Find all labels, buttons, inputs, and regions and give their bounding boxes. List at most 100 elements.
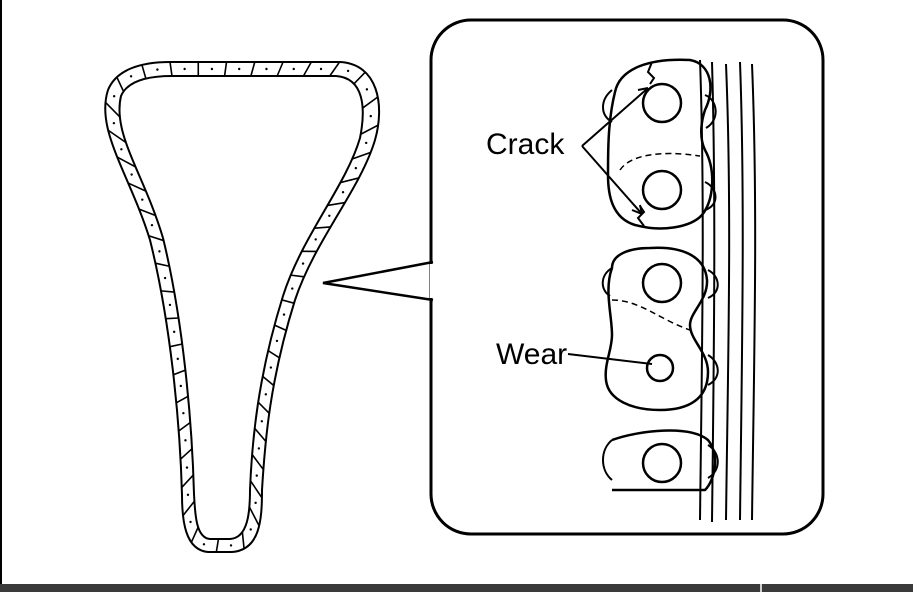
chain-link-pin-dot	[314, 238, 317, 241]
chain-link-pin-dot	[291, 287, 294, 290]
chain-link-divider	[249, 480, 263, 499]
chain-link-divider	[281, 299, 295, 304]
top-link-pin-upper	[641, 82, 683, 124]
chain-link-divider	[290, 274, 305, 278]
chain-link-pin-dot	[354, 166, 358, 170]
chain-link-divider	[116, 156, 136, 168]
chain-link-divider	[148, 234, 164, 242]
chain-link-divider	[254, 427, 267, 442]
chain-link-pin-dot	[369, 114, 372, 118]
chain-link-pin-dot	[184, 439, 187, 442]
chain-link-divider	[351, 151, 371, 160]
chain-link-divider	[107, 129, 127, 144]
chain-link-pin-dot	[249, 528, 252, 531]
chain-link-divider	[362, 96, 379, 109]
callout-box	[429, 18, 825, 536]
chain-link-pin-dot	[172, 330, 176, 334]
chain-link-pin-dot	[255, 474, 258, 477]
bottom-bar	[0, 584, 913, 592]
chain-link-divider	[165, 317, 179, 320]
chain-link-divider	[276, 61, 284, 77]
chain-link-pin-dot	[168, 303, 172, 307]
chain-link-pin-dot	[158, 250, 161, 253]
chain-link-pin-dot	[328, 214, 331, 217]
chain-link-pin-dot	[141, 198, 144, 201]
chain-link-divider	[141, 64, 147, 79]
crack-label: Crack	[486, 128, 565, 161]
chain-link-pin-dot	[176, 357, 179, 361]
chain-loop	[104, 61, 381, 553]
chain-link-pin-dot	[189, 520, 192, 524]
chain-link-pin-dot	[129, 75, 133, 78]
chain-link-pin-dot	[229, 544, 233, 547]
chain-link-pin-dot	[254, 501, 257, 505]
chain-link-pin-dot	[237, 67, 241, 71]
top-link-pin-lower	[641, 169, 683, 211]
chain-link-pin-dot	[156, 68, 159, 71]
chain-detail	[601, 58, 757, 523]
bottom-link-plate	[611, 429, 717, 492]
crack-leader-lines	[581, 87, 649, 215]
chain-link-divider	[138, 208, 156, 217]
chain-link-divider	[178, 421, 191, 432]
chain-link-pin-dot	[264, 393, 268, 396]
chain-link-divider	[223, 61, 228, 77]
chain-link-divider	[257, 401, 270, 414]
chain-link-pin-dot	[275, 339, 279, 343]
chain-link-divider	[160, 290, 175, 293]
chain-link-pin-dot	[341, 190, 345, 194]
chain-link-pin-dot	[112, 94, 116, 98]
wear-label: Wear	[496, 338, 567, 371]
chain-link-pin-dot	[282, 313, 286, 316]
callout-pointer	[322, 260, 434, 302]
chain-link-divider	[250, 61, 256, 77]
chain-link-pin-dot	[292, 67, 295, 71]
bottom-link-pin	[641, 442, 683, 484]
chain-link-divider	[104, 101, 121, 118]
chain-link-divider	[116, 76, 125, 92]
chain-link-divider	[248, 506, 260, 527]
chain-link-divider	[190, 526, 199, 543]
chain-link-pin-dot	[202, 543, 206, 546]
chain-link-divider	[274, 324, 287, 332]
chain-link-divider	[314, 226, 331, 229]
wear-leader-line	[567, 353, 653, 365]
chain-link-divider	[353, 71, 366, 85]
chain-loop-inner-edge	[118, 75, 364, 540]
chain-link-divider	[127, 182, 147, 192]
chain-link-divider	[327, 201, 346, 207]
chain-link-divider	[302, 61, 313, 77]
chain-link-divider	[175, 395, 189, 404]
chain-link-pin-dot	[365, 88, 369, 91]
chain-link-divider	[251, 453, 264, 471]
chain-link-pin-dot	[265, 67, 268, 71]
chain-link-pin-dot	[210, 67, 214, 71]
left-frame-edge	[0, 0, 2, 584]
chain-link-divider	[360, 124, 379, 135]
chain-link-divider	[169, 343, 183, 348]
worn-link-plate	[604, 246, 710, 412]
chain-link-pin-dot	[112, 121, 116, 125]
chain-link-pin-dot	[186, 493, 190, 497]
chain-loop-outer-edge	[104, 61, 381, 553]
chain-link-divider	[173, 369, 186, 376]
chain-link-pin-dot	[257, 447, 261, 450]
chain-link-pin-dot	[150, 223, 154, 227]
chain-link-divider	[262, 375, 275, 387]
crack-mark-upper	[646, 61, 656, 85]
chain-link-divider	[169, 61, 173, 77]
chain-link-divider	[181, 474, 194, 488]
chain-link-pin-dot	[260, 420, 264, 423]
chain-link-pin-dot	[269, 366, 273, 369]
chain-link-pin-dot	[364, 141, 368, 145]
chain-link-divider	[182, 500, 196, 517]
chain-link-pin-dot	[346, 69, 350, 73]
chain-link-divider	[179, 448, 193, 460]
chain-link-pin-dot	[301, 262, 305, 265]
chain-link-divider	[329, 61, 341, 77]
chain-link-pin-dot	[182, 411, 185, 415]
chain-link-divider	[215, 538, 220, 553]
worn-link-pin-upper	[641, 262, 683, 304]
worn-link-pin-lower	[645, 353, 675, 383]
